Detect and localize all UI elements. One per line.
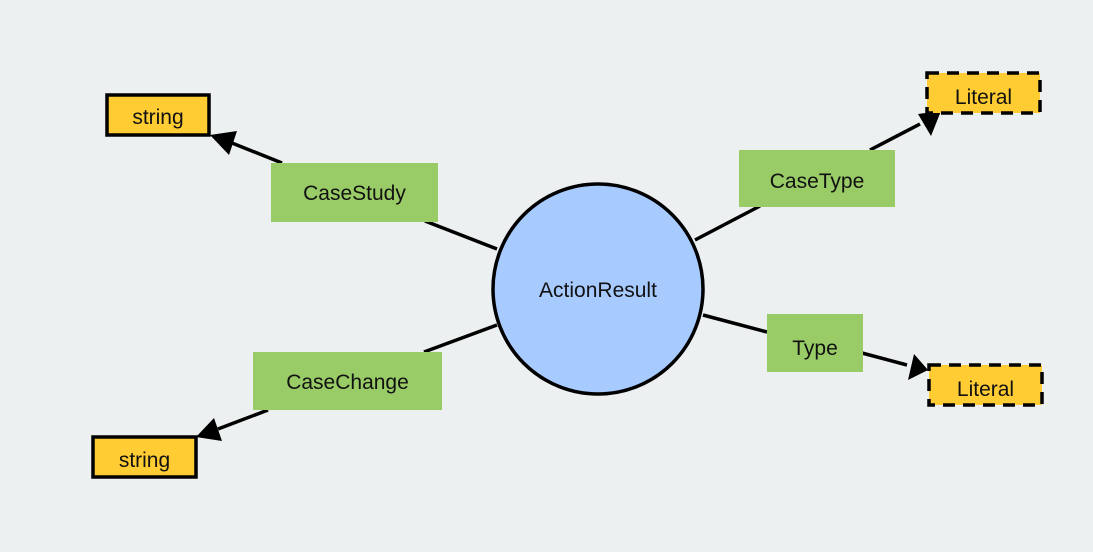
edges <box>217 122 921 431</box>
datatype-label-string-bottom: string <box>119 449 170 472</box>
property-node-type[interactable]: Type <box>767 314 863 372</box>
property-label-casestudy: CaseStudy <box>303 182 406 205</box>
property-node-casetype[interactable]: CaseType <box>739 150 895 207</box>
arrowhead-casechange-icon <box>196 418 222 441</box>
arrowhead-casestudy-icon <box>210 131 237 155</box>
datatype-node-string-top[interactable]: string <box>105 93 211 137</box>
property-label-casetype: CaseType <box>770 170 865 193</box>
literal-label-bottom: Literal <box>957 378 1014 401</box>
class-node-actionresult[interactable]: ActionResult <box>491 182 705 396</box>
literal-node-bottom[interactable]: Literal <box>927 363 1044 407</box>
edge-type-to-center <box>702 313 768 334</box>
literal-label-top: Literal <box>955 86 1012 109</box>
edge-casetype-to-center <box>694 204 761 242</box>
edge-casetype-to-literal <box>869 122 921 152</box>
edge-casestudy-to-string <box>231 141 283 165</box>
class-node-label: ActionResult <box>539 279 657 302</box>
edge-casestudy-to-center <box>424 219 498 251</box>
property-node-casechange[interactable]: CaseChange <box>253 352 442 410</box>
arrowheads <box>196 111 941 441</box>
property-label-type: Type <box>792 337 838 360</box>
edge-type-to-literal <box>861 351 908 367</box>
arrowhead-type-icon <box>908 354 928 380</box>
edge-casechange-to-center <box>423 323 498 354</box>
datatype-node-string-bottom[interactable]: string <box>91 435 198 479</box>
property-node-casestudy[interactable]: CaseStudy <box>271 163 438 222</box>
datatype-label-string-top: string <box>132 106 183 129</box>
literal-node-top[interactable]: Literal <box>925 71 1042 115</box>
arrowhead-casetype-icon <box>918 111 941 136</box>
edge-casechange-to-string <box>217 408 269 431</box>
property-label-casechange: CaseChange <box>286 371 409 394</box>
